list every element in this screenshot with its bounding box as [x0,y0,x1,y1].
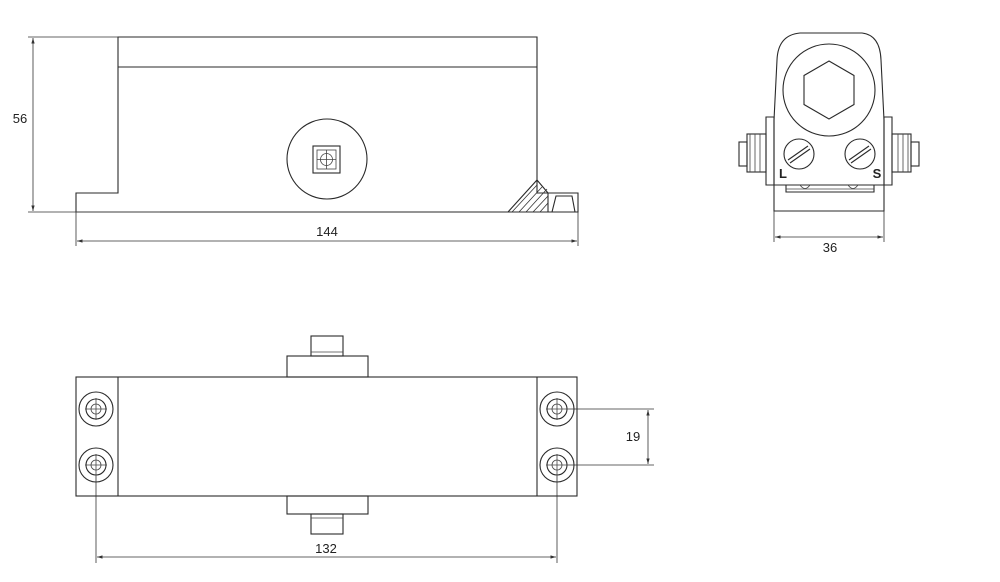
side-height-dimension: 56 [13,111,27,126]
hex-boss [782,43,876,137]
shaft-boss [286,118,368,200]
square-shaft [312,145,341,174]
end-width-dimension: 36 [823,240,837,255]
end-view: L S 36 [738,32,920,255]
valve-screw-left [783,138,815,170]
left-fitting [738,133,767,173]
hole-spacing-horizontal-dimension: 132 [315,541,337,556]
valve-screw-right [844,138,876,170]
section-hatch [506,179,576,213]
right-fitting [891,133,920,173]
hex-socket [803,60,855,120]
mounting-hole-top-left [78,391,114,427]
side-view: 56 144 [13,36,579,246]
valve-label-l: L [779,166,787,181]
hole-spacing-vertical-dimension: 19 [626,429,640,444]
valve-label-s: S [873,166,882,181]
side-length-dimension: 144 [316,224,338,239]
top-view: 19 132 [75,335,654,563]
